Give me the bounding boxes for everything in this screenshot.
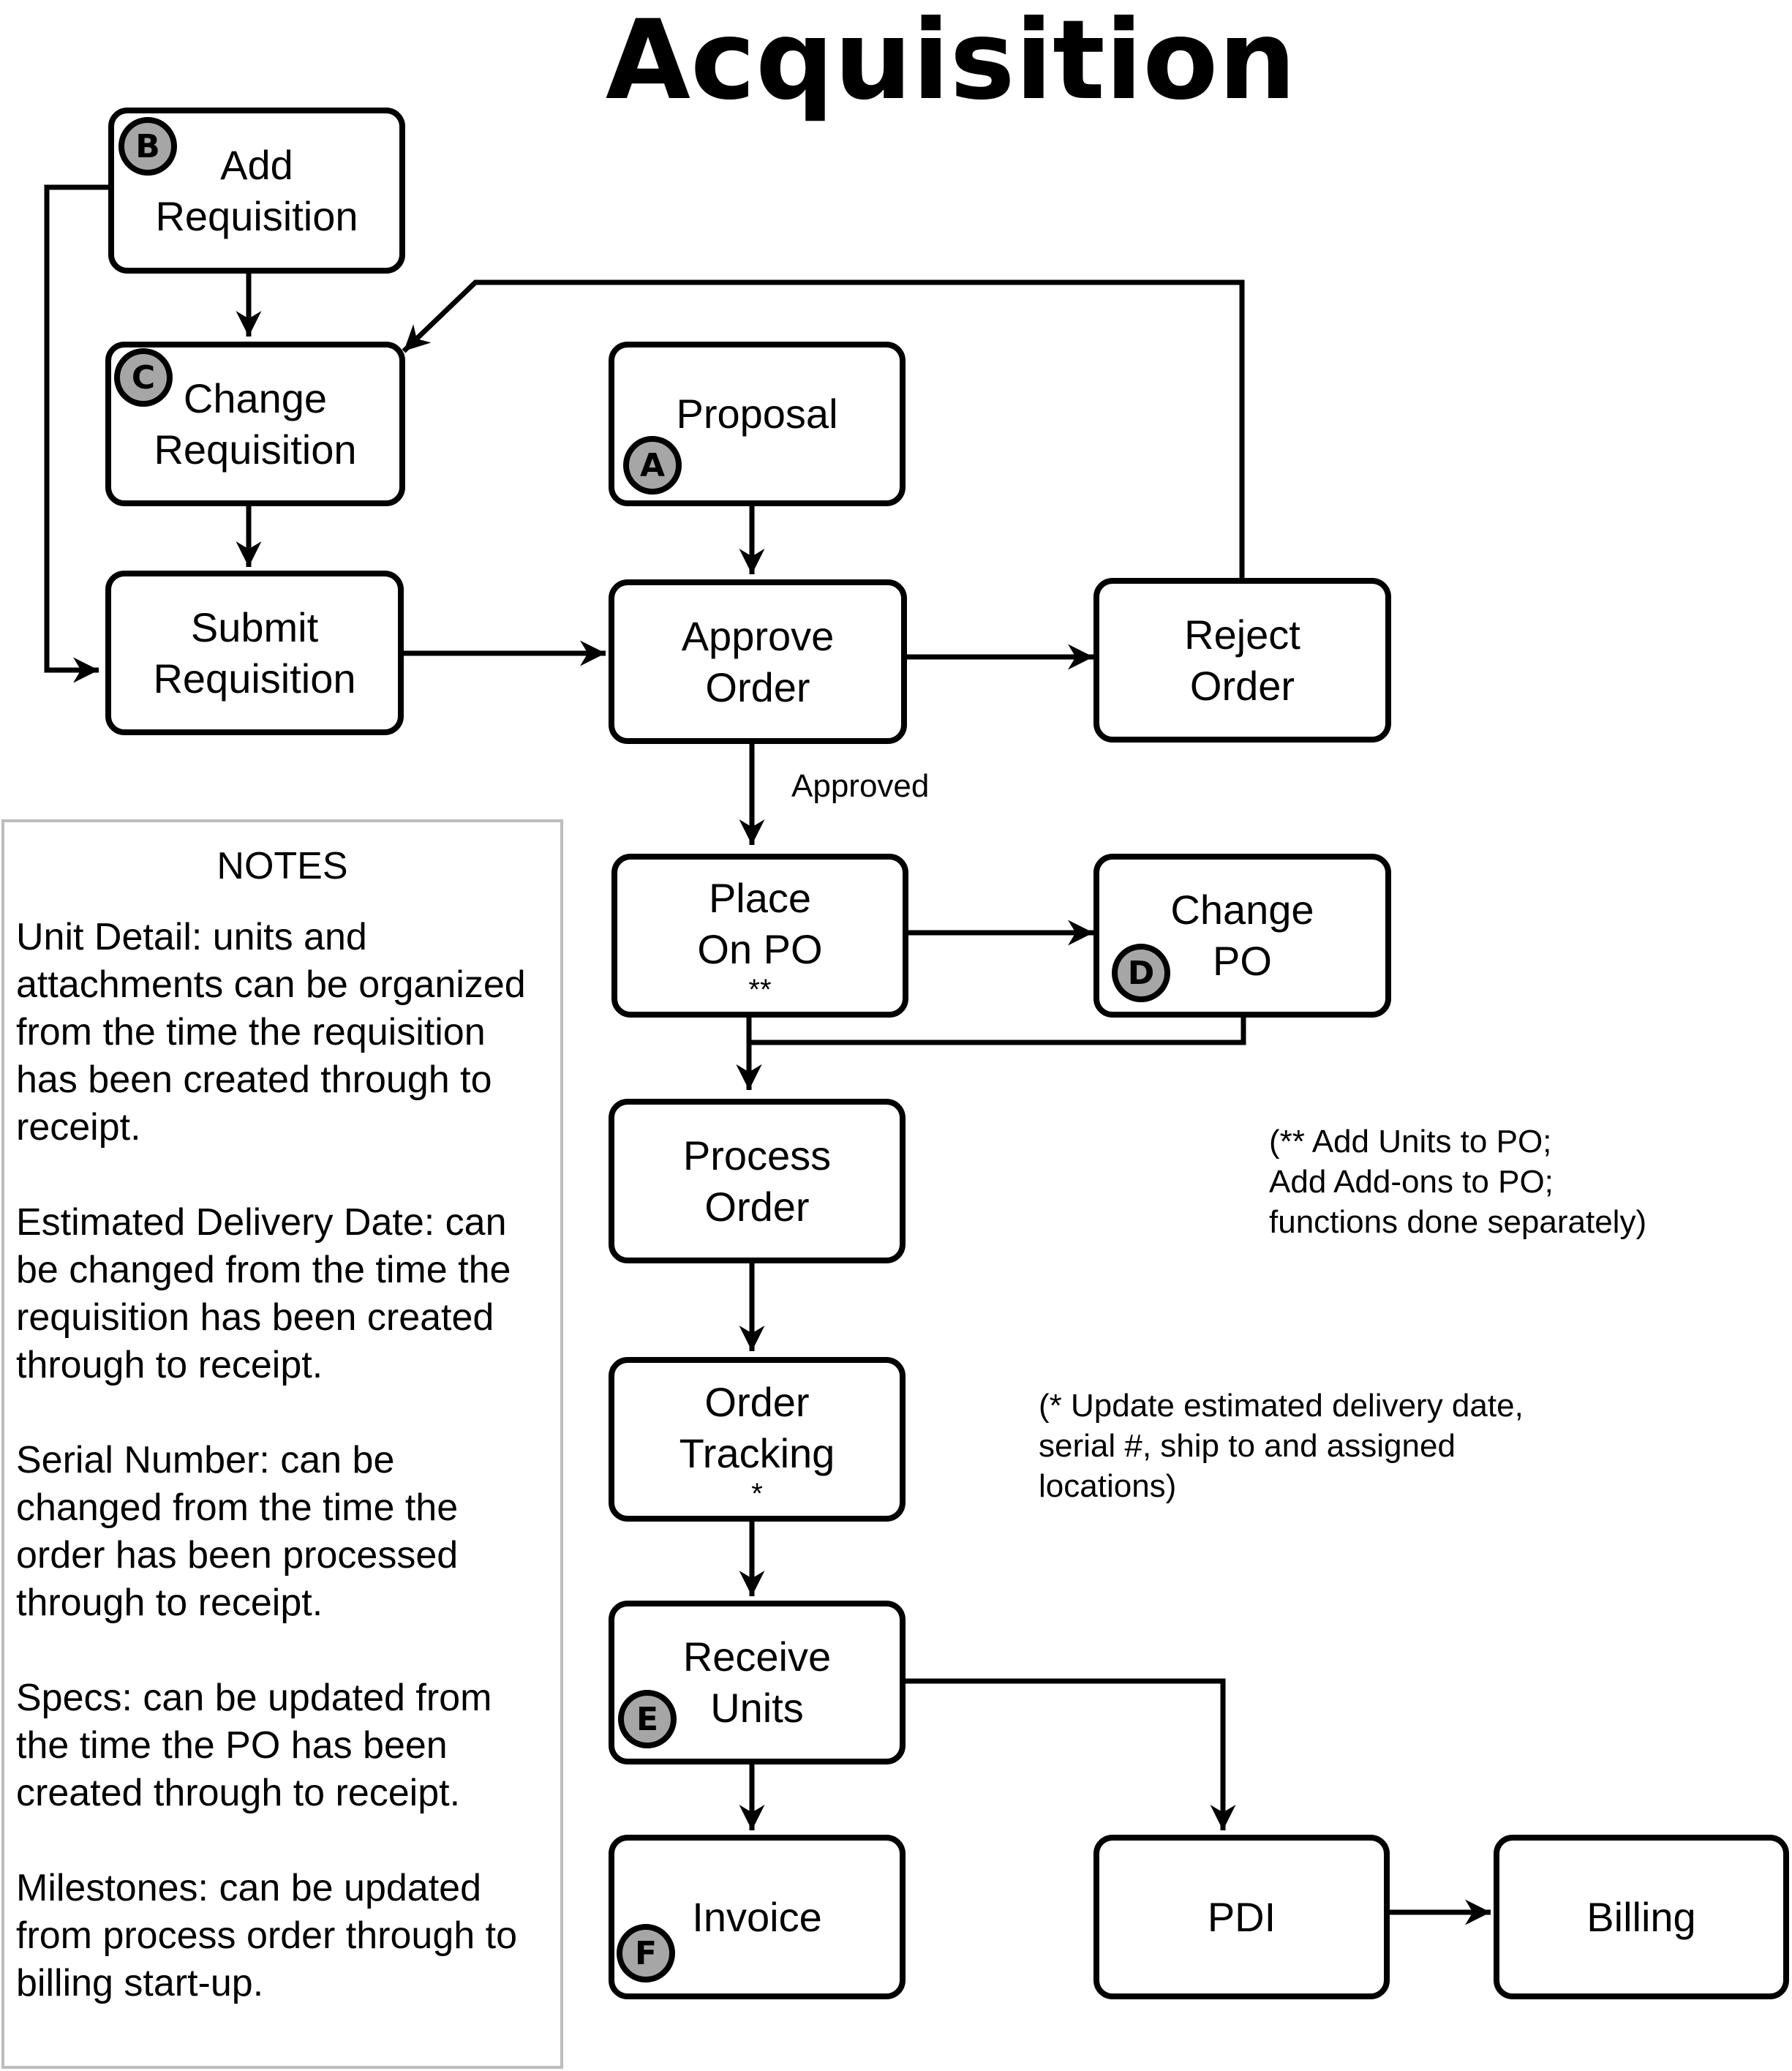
annotation-line: Add Add-ons to PO; [1269,1164,1554,1200]
notes-line: requisition has been created [16,1296,494,1339]
annotation-tracking-note: (* Update estimated delivery date, seria… [1039,1386,1524,1506]
node-label-line: Order [1189,662,1295,709]
node-order-tracking[interactable]: Order Tracking * [609,1357,906,1522]
node-label-line: Billing [1586,1893,1696,1940]
notes-line: from process order through to [16,1914,517,1957]
notes-line: through to receipt. [16,1344,323,1386]
annotation-line: locations) [1039,1468,1177,1504]
badge-b: B [118,117,177,176]
notes-line: from the time the requisition [16,1011,486,1053]
notes-line: Unit Detail: units and [16,916,367,958]
notes-paragraph-milestones: Milestones: can be updated from process … [16,1865,549,2007]
notes-line: billing start-up. [16,1962,264,2004]
footnote-mark: ** [748,974,772,1006]
badge-c: C [114,348,173,407]
notes-line: receipt. [16,1106,141,1149]
node-receive-units[interactable]: Receive Units [609,1601,906,1764]
node-label-line: Add [220,141,293,188]
notes-line: Specs: can be updated from [16,1677,492,1719]
notes-line: Milestones: can be updated [16,1867,481,1909]
node-label-line: Requisition [153,655,356,702]
node-label-line: Units [710,1685,804,1731]
node-label-line: Process [682,1132,832,1179]
badge-a: A [623,436,682,495]
node-approve-order[interactable]: Approve Order [609,579,907,744]
annotation-line: (** Add Units to PO; [1269,1124,1552,1159]
edge-changepo-to-process [736,1018,1246,1090]
node-label-line: Approve [681,612,835,659]
annotation-line: functions done separately) [1269,1204,1647,1240]
edge-reject-to-change [402,279,1245,578]
page-title: Acquisition [605,0,1297,124]
annotation-po-note: (** Add Units to PO; Add Add-ons to PO; … [1269,1121,1646,1242]
node-label-line: Order [704,1183,810,1230]
node-label-line: Change [1170,887,1314,933]
node-reject-order[interactable]: Reject Order [1093,578,1391,743]
notes-line: order has been processed [16,1534,459,1576]
node-label-line: Invoice [692,1893,822,1940]
node-label-line: PO [1213,938,1272,984]
notes-panel: NOTES Unit Detail: units and attachments… [1,819,563,2069]
edge-label-approved: Approved [791,768,930,804]
notes-paragraph-specs: Specs: can be updated from the time the … [16,1675,549,1817]
node-label-line: Place [708,875,812,921]
node-label-line: On PO [697,926,823,972]
notes-paragraph-unit-detail: Unit Detail: units and attachments can b… [16,914,549,1151]
node-label-line: Order [704,1378,810,1425]
node-label-line: Reject [1184,611,1300,658]
node-label-line: Submit [190,604,319,650]
annotation-line: serial #, ship to and assigned [1039,1428,1456,1464]
node-label-line: Proposal [676,391,838,437]
edge-add-to-submit [44,184,108,683]
badge-e: E [618,1690,677,1748]
node-label-line: Receive [682,1634,832,1680]
node-billing[interactable]: Billing [1494,1835,1789,1999]
notes-line: be changed from the time the [16,1249,511,1291]
notes-line: the time the PO has been [16,1724,448,1767]
edge-receive-to-pdi [906,1678,1236,1830]
node-submit-requisition[interactable]: Submit Requisition [105,571,404,735]
notes-line: attachments can be organized [16,963,526,1006]
notes-line: through to receipt. [16,1582,323,1624]
node-label-line: Tracking [679,1429,835,1476]
notes-line: has been created through to [16,1059,492,1101]
badge-d: D [1112,944,1170,1002]
node-label-line: Requisition [155,192,358,239]
node-label-line: Order [705,664,810,710]
notes-line: Serial Number: can be [16,1439,395,1481]
annotation-line: (* Update estimated delivery date, [1039,1388,1524,1424]
notes-paragraph-serial-number: Serial Number: can be changed from the t… [16,1437,549,1627]
notes-line: created through to receipt. [16,1772,461,1814]
footnote-mark: * [751,1477,763,1510]
node-process-order[interactable]: Process Order [609,1099,906,1263]
node-label-line: Change [183,375,328,421]
notes-line: Estimated Delivery Date: can [16,1201,507,1244]
node-pdi[interactable]: PDI [1093,1835,1390,1999]
notes-title: NOTES [217,845,348,887]
notes-paragraph-delivery-date: Estimated Delivery Date: can be changed … [16,1199,549,1389]
node-label-line: Requisition [154,426,357,473]
badge-f: F [617,1924,675,1982]
node-place-on-po[interactable]: Place On PO ** [611,854,908,1018]
notes-line: changed from the time the [16,1486,459,1529]
node-label-line: PDI [1207,1893,1276,1940]
